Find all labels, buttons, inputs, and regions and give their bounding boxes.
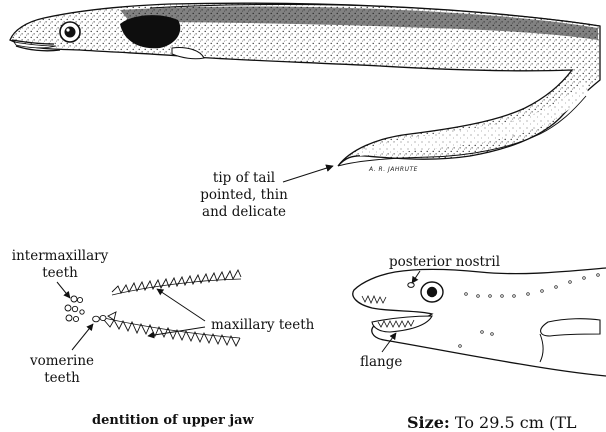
head-gill-opening xyxy=(540,334,543,362)
eel-body-drawing xyxy=(10,3,600,166)
artist-signature: A. R. JAHRUTE xyxy=(369,166,418,173)
size-line: Size: To 29.5 cm (TL xyxy=(407,413,577,432)
posterior-nostril-arrow xyxy=(412,271,420,283)
posterior-nostril-label: posterior nostril xyxy=(389,254,500,271)
intermaxillary-arrow xyxy=(57,282,70,298)
tail-tip-label-line-2: pointed, thin xyxy=(196,187,292,204)
eel-eye xyxy=(65,27,76,38)
head-sensory-pores xyxy=(459,274,600,348)
tail-tip-label-line-1: tip of tail xyxy=(196,170,292,187)
tail-tip-label-line-3: and delicate xyxy=(196,204,292,221)
head-lower-jaw xyxy=(372,316,432,332)
vomerine-label-line-2: teeth xyxy=(22,370,102,387)
flange-arrow xyxy=(382,333,396,352)
head-eye xyxy=(427,287,437,297)
vomerine-arrow xyxy=(72,324,93,350)
tail-tip-label: tip of tail pointed, thin and delicate xyxy=(196,170,292,221)
intermaxillary-tooth-cluster xyxy=(65,296,84,322)
intermaxillary-label-line-1: intermaxillary xyxy=(4,248,116,265)
posterior-nostril-opening xyxy=(408,283,414,288)
size-label: Size: xyxy=(407,413,450,432)
maxillary-teeth-label: maxillary teeth xyxy=(211,317,314,334)
flange-label: flange xyxy=(360,354,402,371)
eel-eye-highlight xyxy=(66,28,69,31)
maxillary-arrow-upper xyxy=(157,289,205,321)
intermaxillary-label-line-2: teeth xyxy=(4,265,116,282)
intermaxillary-teeth-label: intermaxillary teeth xyxy=(4,248,116,282)
maxillary-row-upper xyxy=(112,270,241,293)
vomerine-label-line-1: vomerine xyxy=(22,353,102,370)
vomerine-teeth-label: vomerine teeth xyxy=(22,353,102,387)
head-pectoral-fin xyxy=(541,319,600,336)
size-value: To 29.5 cm (TL xyxy=(455,413,577,432)
vomerine-tooth-cluster xyxy=(93,312,116,322)
head-upper-teeth xyxy=(362,296,386,303)
dentition-caption: dentition of upper jaw xyxy=(92,412,254,429)
